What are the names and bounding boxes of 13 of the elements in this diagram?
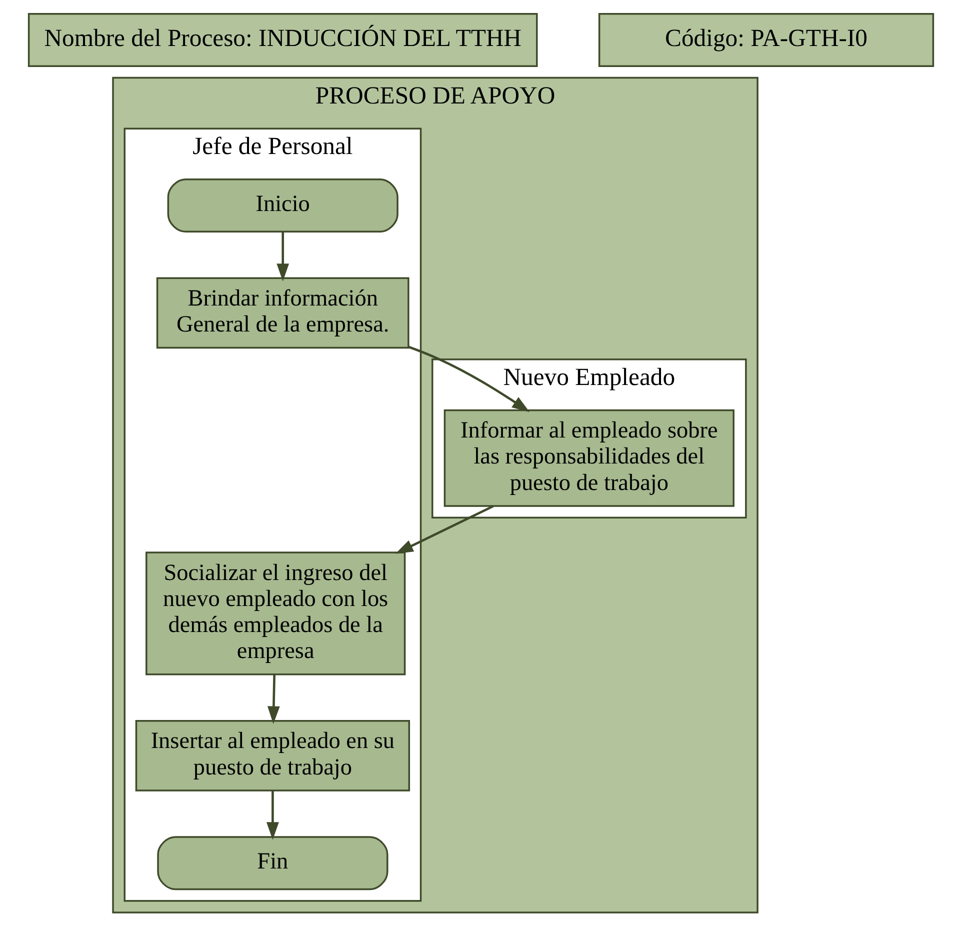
arrow: [395, 505, 494, 554]
arrow: [266, 790, 279, 840]
arrow: [267, 674, 280, 724]
node-box: Fin: [157, 836, 388, 890]
node-box: Inicio: [167, 178, 398, 233]
node-box: Socializar el ingreso del nuevo empleado con los demás empleados de la empresa: [146, 552, 406, 676]
arrow: [276, 232, 290, 282]
arrow: [408, 346, 530, 412]
node-box: Nombre del Proceso: INDUCCIÓN DEL TTHH: [28, 13, 538, 68]
node-box: Código: PA-GTH-I0: [598, 13, 934, 68]
node-box: Brindar información General de la empresa.: [156, 277, 410, 349]
node-box: Informar al empleado sobre las responsabilidades del puesto de trabajo: [444, 409, 734, 507]
node-box: Insertar al empleado en su puesto de trabajo: [135, 720, 410, 792]
